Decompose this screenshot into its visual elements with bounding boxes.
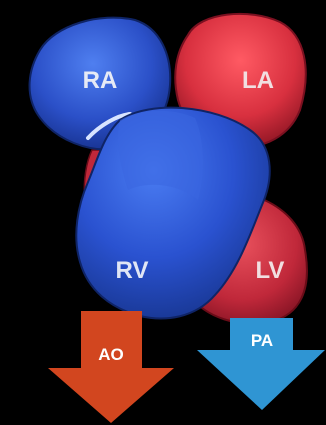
label-lv: LV — [256, 257, 285, 284]
label-pa: PA — [251, 331, 273, 350]
label-rv: RV — [116, 257, 149, 284]
label-ra: RA — [83, 67, 118, 94]
arrow-ao — [48, 311, 174, 423]
label-ao: AO — [98, 345, 124, 364]
label-la: LA — [242, 67, 274, 94]
